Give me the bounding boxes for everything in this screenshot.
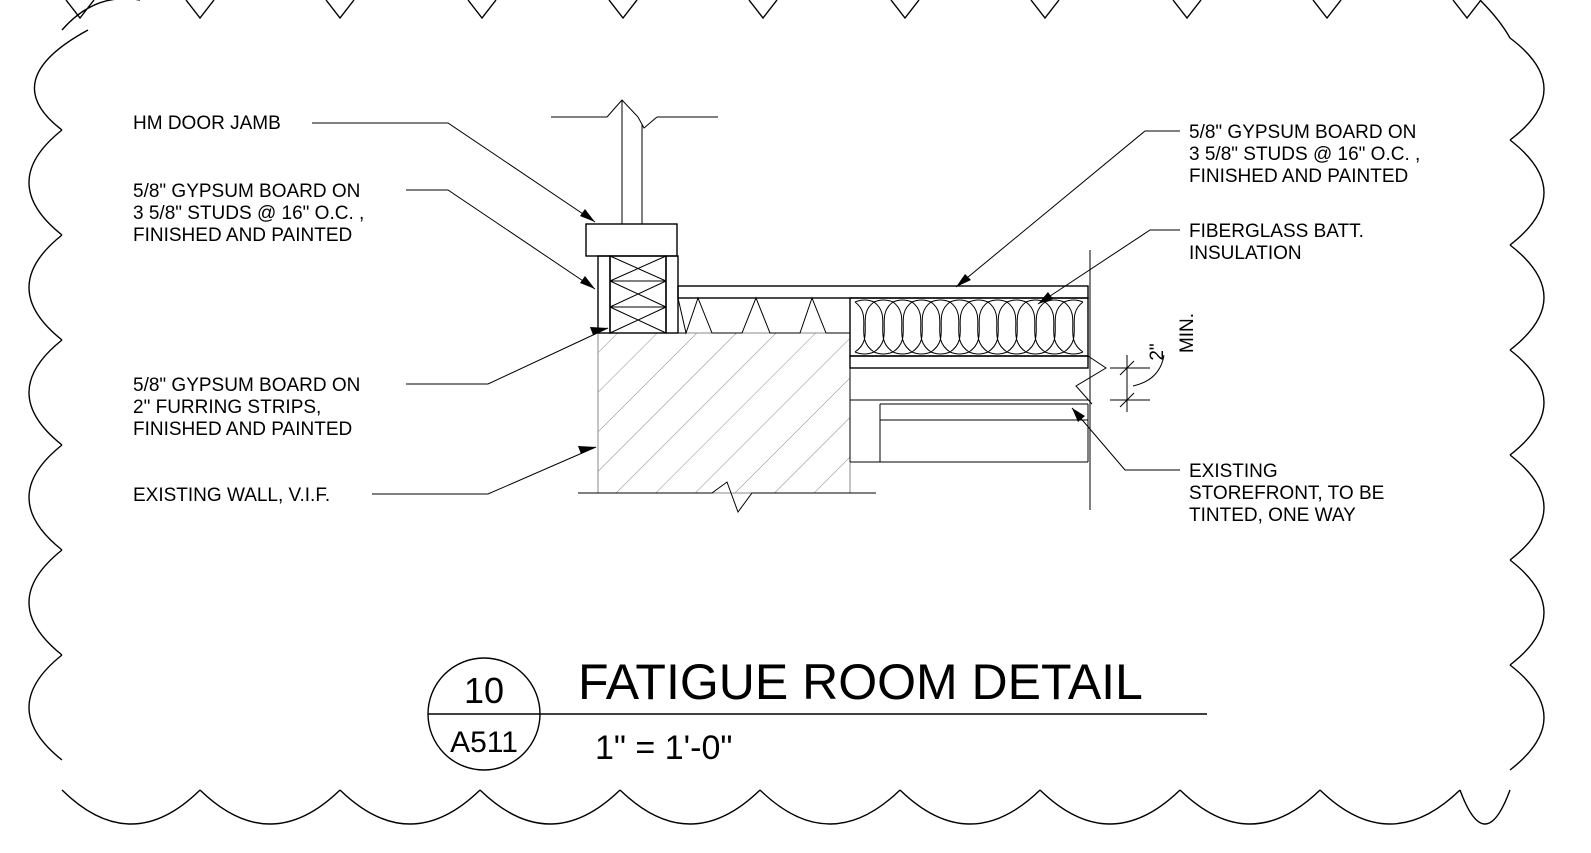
label-existing-storefront: EXISTING STOREFRONT, TO BE TINTED, ONE W… xyxy=(1189,461,1390,526)
left-stud-wall xyxy=(597,255,679,334)
detail-number: 10 xyxy=(464,670,504,711)
label-left-gypsum-studs: 5/8" GYPSUM BOARD ON 3 5/8" STUDS @ 16" … xyxy=(133,181,370,246)
sheet-number: A511 xyxy=(450,726,518,759)
revision-cloud-border xyxy=(28,0,1545,825)
dimension-2-inch-min: 2" MIN. xyxy=(1110,313,1198,412)
detail-title-block: 10 A511 FATIGUE ROOM DETAIL 1" = 1'-0" xyxy=(427,654,1207,771)
existing-storefront xyxy=(849,250,1091,510)
label-fiberglass-insulation: FIBERGLASS BATT. INSULATION xyxy=(1189,221,1369,264)
dimension-value: 2" xyxy=(1147,343,1168,360)
drawing-title: FATIGUE ROOM DETAIL xyxy=(578,654,1143,710)
hm-door-jamb xyxy=(551,99,718,257)
label-gypsum-furring: 5/8" GYPSUM BOARD ON 2" FURRING STRIPS, … xyxy=(133,375,366,440)
leader-lines xyxy=(312,122,1180,495)
label-existing-wall: EXISTING WALL, V.I.F. xyxy=(133,485,330,506)
gypsum-board-top xyxy=(677,285,1089,299)
drawing-scale: 1" = 1'-0" xyxy=(595,729,732,767)
leader-arrowheads xyxy=(578,209,1085,454)
batt-insulation xyxy=(849,297,1089,357)
existing-wall-section xyxy=(578,332,876,514)
label-hm-door-jamb: HM DOOR JAMB xyxy=(133,113,281,134)
label-right-gypsum-studs: 5/8" GYPSUM BOARD ON 3 5/8" STUDS @ 16" … xyxy=(1189,122,1426,187)
gypsum-board-bottom xyxy=(849,355,1107,405)
dimension-note: MIN. xyxy=(1177,313,1198,353)
furring-strips xyxy=(677,296,850,335)
